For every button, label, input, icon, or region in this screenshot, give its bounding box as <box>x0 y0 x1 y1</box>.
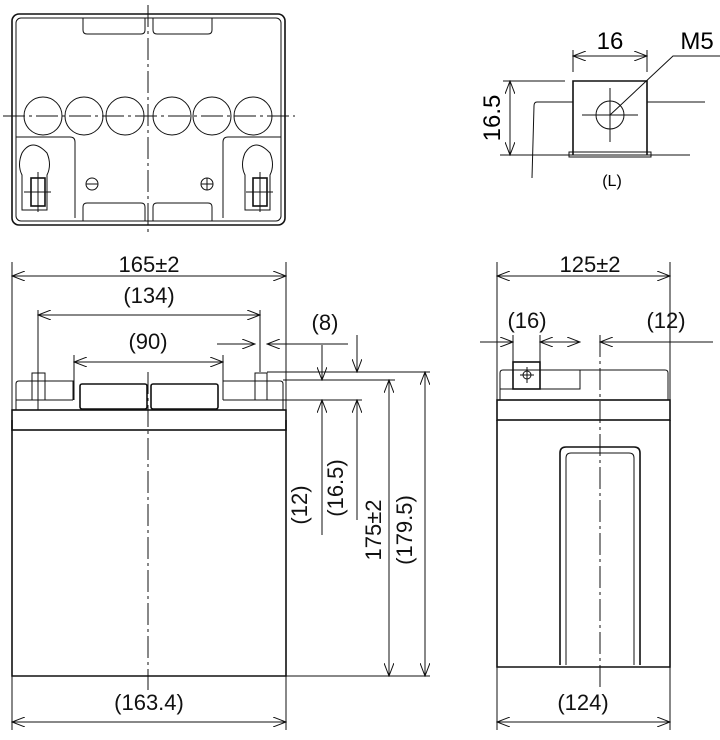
dim-handle-width: (90) <box>128 329 167 354</box>
dim-terminal-width: (8) <box>312 310 339 335</box>
dim-side-bottom-width: (124) <box>557 690 608 715</box>
dim-terminal-gap: (12) <box>646 308 685 333</box>
vent-cap <box>192 96 232 136</box>
dim-terminal-offset: (16) <box>507 308 546 333</box>
terminal-type-label: (L) <box>602 173 622 190</box>
dim-height: 175±2 <box>361 499 386 560</box>
terminal <box>512 361 541 390</box>
dim-detail-height: 16.5 <box>479 95 506 142</box>
dim-terminal-height: (12) <box>287 485 312 524</box>
dim-side-width: 125±2 <box>559 252 620 277</box>
top-view <box>3 5 295 232</box>
terminal-detail: 16 M5 16.5 (L) <box>479 28 720 190</box>
negative-symbol-icon <box>85 177 99 191</box>
side-view: 125±2 (16) (12) (124) <box>480 252 713 730</box>
bolt-size-label: M5 <box>680 28 713 55</box>
dim-width: 165±2 <box>118 252 179 277</box>
dim-terminal-pitch: (134) <box>123 283 174 308</box>
dim-bottom-width: (163.4) <box>114 690 184 715</box>
dim-terminal-total: (16.5) <box>323 459 348 516</box>
dim-detail-width: 16 <box>597 28 624 55</box>
positive-symbol-icon <box>200 177 214 191</box>
handle <box>150 383 219 410</box>
terminal <box>254 372 268 401</box>
handle <box>79 383 148 410</box>
dim-total-height: (179.5) <box>392 495 417 565</box>
front-view: 165±2 (134) (90) (8) (12) (16.5) 175±2 (… <box>12 252 430 730</box>
